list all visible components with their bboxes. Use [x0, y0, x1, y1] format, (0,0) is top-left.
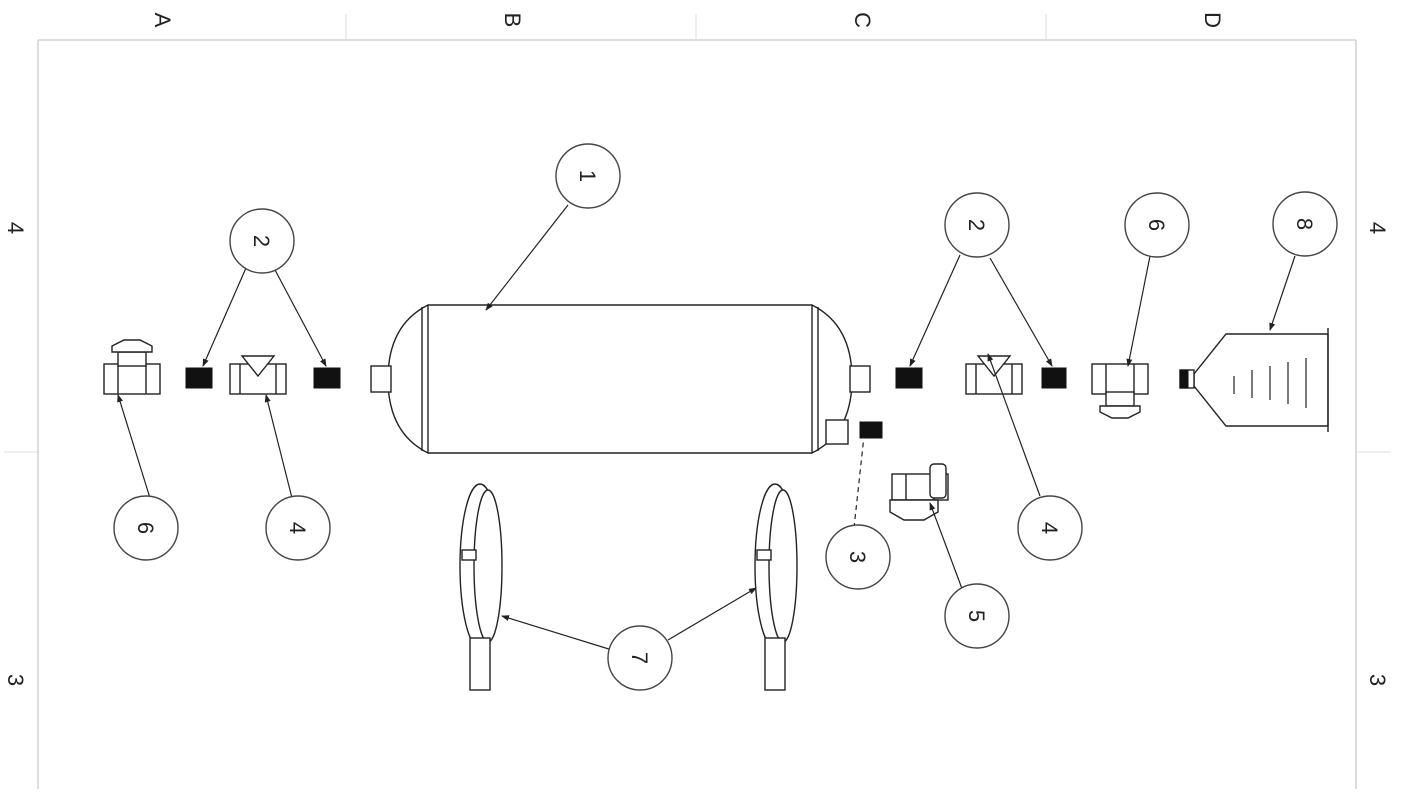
zone-label-b: B — [500, 13, 525, 28]
coupling-right-2 — [1041, 367, 1067, 389]
balloon-3: 3 — [825, 524, 891, 590]
drain-coupling — [859, 421, 883, 439]
funnel-graduation-marks — [1233, 358, 1307, 408]
svg-text:3: 3 — [845, 551, 870, 563]
svg-text:2: 2 — [964, 219, 989, 231]
svg-text:1: 1 — [575, 170, 600, 182]
balloon-5: 5 — [944, 583, 1010, 649]
saddle-left — [459, 483, 503, 691]
drain-leader-dashed — [853, 435, 865, 529]
saddle-right — [754, 483, 798, 691]
zone-label-c: C — [850, 12, 875, 28]
svg-text:8: 8 — [1292, 218, 1317, 230]
check-valve-left — [229, 355, 287, 395]
svg-text:5: 5 — [964, 610, 989, 622]
check-valve-right — [965, 355, 1023, 395]
zone-label-3-left: 3 — [3, 674, 28, 686]
balloon-4-right: 4 — [1017, 495, 1083, 561]
zone-label-a: A — [150, 13, 175, 28]
svg-text:4: 4 — [1037, 522, 1062, 534]
zone-label-d: D — [1200, 12, 1225, 28]
tank — [370, 304, 871, 454]
svg-text:6: 6 — [133, 522, 158, 534]
zone-label-4-left: 4 — [3, 222, 28, 234]
zone-label-4-right: 4 — [1365, 222, 1390, 234]
leader-lines — [117, 204, 1296, 651]
balloon-6-left: 6 — [113, 495, 179, 561]
drain-valve — [889, 463, 949, 521]
coupling-right-1 — [895, 367, 923, 389]
svg-text:4: 4 — [285, 522, 310, 534]
balloon-2-right: 2 — [944, 192, 1010, 258]
balloon-7: 7 — [607, 625, 673, 691]
ball-valve-left — [103, 339, 161, 395]
drawing-frame — [4, 14, 1390, 789]
balloon-8: 8 — [1272, 191, 1338, 257]
ball-valve-right — [1091, 363, 1149, 419]
svg-text:2: 2 — [249, 235, 274, 247]
funnel-coupling — [1179, 369, 1189, 389]
balloon-1: 1 — [555, 143, 621, 209]
svg-text:6: 6 — [1144, 219, 1169, 231]
balloon-4-left: 4 — [265, 495, 331, 561]
balloon-6-right: 6 — [1124, 192, 1190, 258]
zone-label-3-right: 3 — [1365, 674, 1390, 686]
coupling-left-2 — [313, 367, 341, 389]
svg-text:7: 7 — [627, 652, 652, 664]
balloon-2-left: 2 — [229, 208, 295, 274]
coupling-left-1 — [185, 367, 213, 389]
